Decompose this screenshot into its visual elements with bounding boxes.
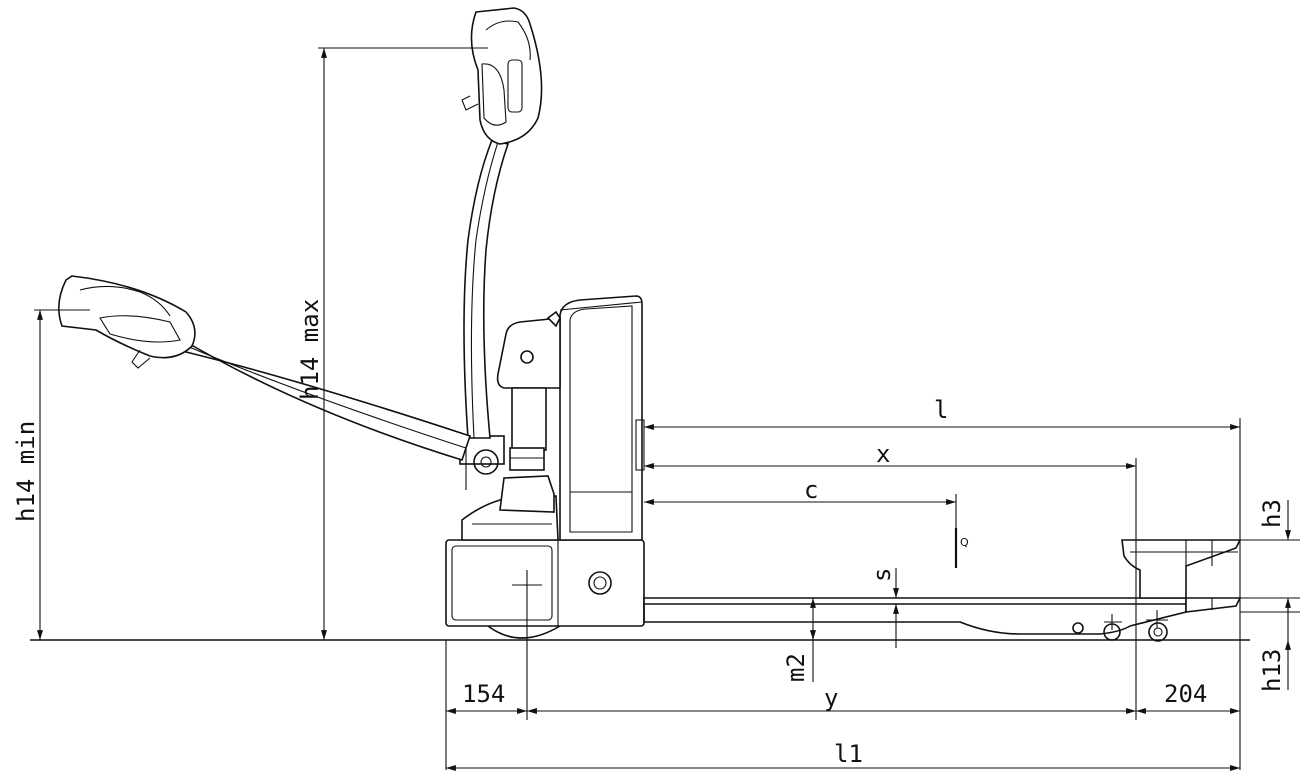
forks <box>643 539 1242 642</box>
dimension-h3: h3 <box>1240 499 1300 640</box>
label-l1: l1 <box>834 740 863 768</box>
dimension-l: l <box>644 396 1241 640</box>
label-l: l <box>934 396 948 424</box>
tiller-lowered <box>58 275 472 461</box>
label-m2: m2 <box>782 653 810 682</box>
dimension-s: s <box>868 568 899 648</box>
dimension-h14-min: h14 min <box>12 309 90 640</box>
dimension-wheelbase-row: 154 y 204 <box>445 620 1241 770</box>
tiller-upright <box>461 7 543 439</box>
label-x: x <box>876 440 890 468</box>
dimension-x: x <box>644 440 1137 720</box>
dimension-l1: l1 <box>446 740 1240 771</box>
label-c: c <box>804 476 818 504</box>
label-s: s <box>868 568 896 582</box>
dimension-m2: m2 <box>782 598 816 682</box>
label-h14-max: h14 max <box>296 299 324 400</box>
label-204: 204 <box>1164 680 1207 708</box>
dimension-c: c <box>644 476 957 528</box>
label-y: y <box>824 684 838 712</box>
truck-body <box>445 295 645 639</box>
dimension-h14-max: h14 max <box>296 47 488 640</box>
label-q: Q <box>960 536 969 549</box>
label-h13: h13 <box>1258 649 1286 692</box>
label-h3: h3 <box>1258 499 1286 528</box>
dimension-h13: h13 <box>1240 598 1300 692</box>
label-154: 154 <box>462 680 505 708</box>
label-h14-min: h14 min <box>12 421 40 522</box>
